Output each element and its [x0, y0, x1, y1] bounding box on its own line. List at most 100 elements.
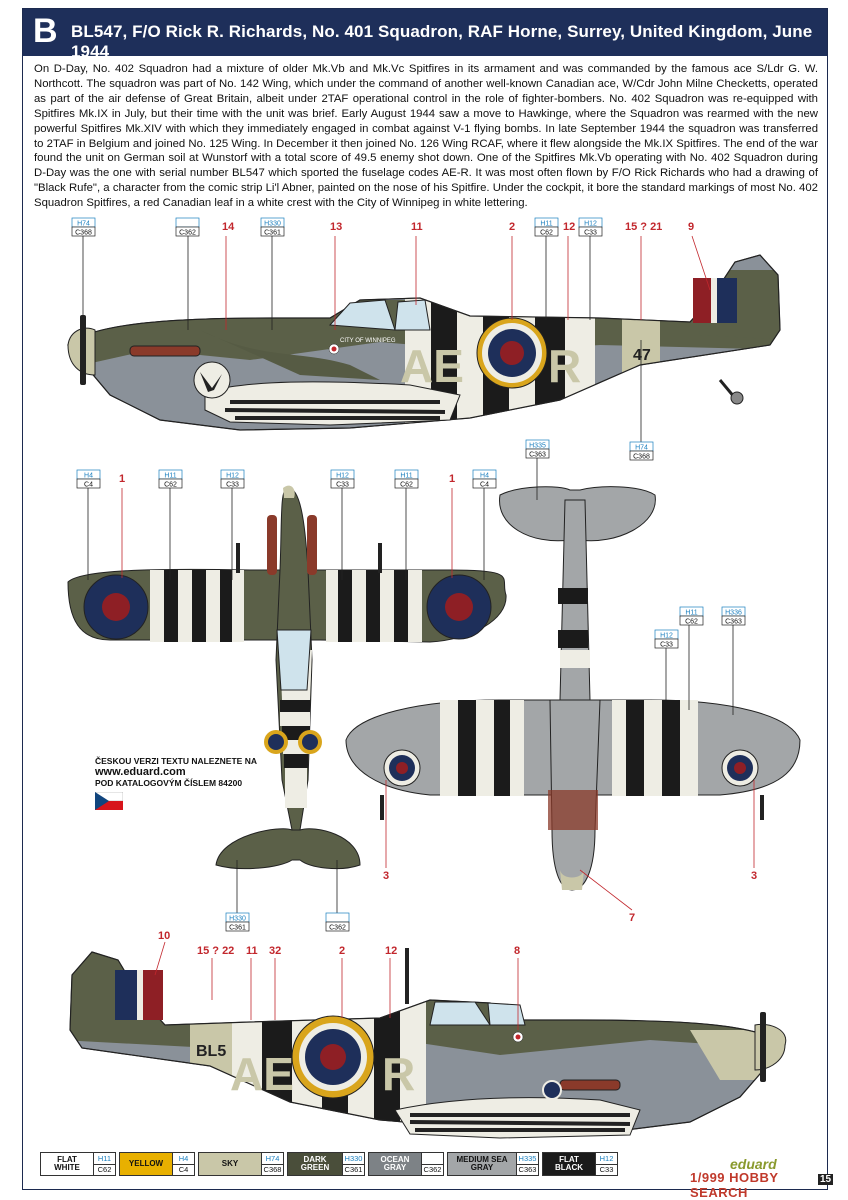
- czech-note-url[interactable]: www.eduard.com: [95, 766, 186, 778]
- legend-mr-color-code: C361: [342, 1164, 364, 1175]
- ref-number: 3: [383, 870, 389, 882]
- callout-c18: C362: [325, 912, 350, 932]
- callout-c2: C362: [175, 217, 200, 237]
- ref-number: 11: [411, 221, 423, 233]
- callout-humbrol-code: H4: [480, 472, 489, 479]
- red-leader-lines: [121, 235, 755, 1030]
- ref-number: 13: [330, 221, 342, 233]
- callout-humbrol-code: H11: [164, 472, 176, 479]
- callout-mr-color-code: C33: [336, 481, 349, 488]
- hobby-search-watermark: 1/999 HOBBY SEARCH: [690, 1170, 779, 1200]
- legend-color-name: DARK GREEN: [288, 1153, 342, 1175]
- legend-humbrol-code: H74: [261, 1153, 283, 1165]
- ref-number: 15 ? 21: [625, 221, 662, 233]
- callout-mr-color-code: C62: [685, 618, 698, 625]
- callout-mr-color-code: C368: [633, 453, 650, 460]
- fuselage-code-right-2: R: [382, 1048, 415, 1100]
- ref-number: 10: [158, 930, 170, 942]
- czech-flag-icon: [94, 791, 124, 810]
- legend-mr-color-code: C362: [421, 1164, 443, 1175]
- legend-color-name: SKY: [199, 1153, 261, 1175]
- legend-color-name: FLAT WHITE: [41, 1153, 93, 1175]
- side-profile-left: AE R 47 CITY OF WINNIPEG: [67, 254, 781, 431]
- top-view: [67, 485, 507, 870]
- leader-lines: [82, 236, 734, 930]
- callout-humbrol-code: H12: [584, 220, 597, 227]
- legend-humbrol-code: [421, 1153, 443, 1165]
- ref-number: 7: [629, 912, 635, 924]
- callout-mr-color-code: C33: [584, 229, 597, 236]
- ref-number: 8: [514, 945, 520, 957]
- callout-humbrol-code: H12: [226, 472, 239, 479]
- czech-note-line2: POD KATALOGOVÝM ČÍSLEM 84200: [95, 778, 243, 788]
- callout-mr-color-code: C361: [229, 924, 246, 931]
- ref-number: 2: [339, 945, 345, 957]
- serial-number: BL5: [196, 1043, 226, 1060]
- callout-humbrol-code: H74: [77, 220, 90, 227]
- callout-mr-color-code: C362: [329, 924, 346, 931]
- callout-humbrol-code: H11: [685, 609, 697, 616]
- page-header: B BL547, F/O Rick R. Richards, No. 401 S…: [23, 9, 827, 61]
- ref-number: 9: [688, 221, 694, 233]
- czech-note-line1: ČESKOU VERZI TEXTU NALEZNETE NA: [95, 756, 257, 766]
- callout-humbrol-code: H330: [264, 220, 281, 227]
- czech-note: ČESKOU VERZI TEXTU NALEZNETE NA www.edua…: [94, 756, 295, 813]
- legend-mr-color-code: C4: [172, 1164, 194, 1175]
- side-profile-right: AE R BL5: [69, 948, 787, 1139]
- profile-letter: B: [33, 12, 58, 50]
- legend-mr-color-code: C62: [93, 1164, 115, 1175]
- fuselage-codes-left-2: AE: [230, 1048, 294, 1100]
- callout-mr-color-code: C62: [400, 481, 413, 488]
- legend-mr-color-code: C33: [595, 1164, 617, 1175]
- legend-mr-color-code: C368: [261, 1164, 283, 1175]
- legend-color-name: OCEAN GRAY: [369, 1153, 421, 1175]
- ref-number: 12: [563, 221, 575, 233]
- ref-number: 11: [246, 945, 258, 957]
- callout-mr-color-code: C361: [264, 229, 281, 236]
- ref-number: 1: [119, 473, 125, 485]
- callout-humbrol-code: H11: [400, 472, 412, 479]
- legend-humbrol-code: H335: [516, 1153, 538, 1165]
- ref-number: 3: [751, 870, 757, 882]
- description-text: On D-Day, No. 402 Squadron had a mixture…: [34, 63, 818, 210]
- ref-number: 32: [269, 945, 281, 957]
- callout-humbrol-code: H12: [336, 472, 349, 479]
- legend-mr-color-code: C363: [516, 1164, 538, 1175]
- eduard-logo: eduard: [730, 1156, 777, 1172]
- callout-mr-color-code: C363: [529, 451, 546, 458]
- nose-lettering: CITY OF WINNIPEG: [340, 338, 396, 344]
- callout-humbrol-code: H11: [540, 220, 552, 227]
- ref-number: 12: [385, 945, 397, 957]
- ref-number: 15 ? 22: [197, 945, 234, 957]
- callout-humbrol-code: H12: [660, 632, 673, 639]
- legend-humbrol-code: H12: [595, 1153, 617, 1165]
- page-number: 15: [818, 1174, 834, 1185]
- callout-mr-color-code: C62: [540, 229, 553, 236]
- callout-mr-color-code: C33: [226, 481, 239, 488]
- profile-title: BL547, F/O Rick R. Richards, No. 401 Squ…: [71, 22, 813, 61]
- callout-mr-color-code: C363: [725, 618, 742, 625]
- legend-humbrol-code: H4: [172, 1153, 194, 1165]
- legend-color-name: YELLOW: [120, 1153, 172, 1175]
- ref-number: 14: [222, 221, 235, 233]
- bottom-view: [345, 486, 801, 891]
